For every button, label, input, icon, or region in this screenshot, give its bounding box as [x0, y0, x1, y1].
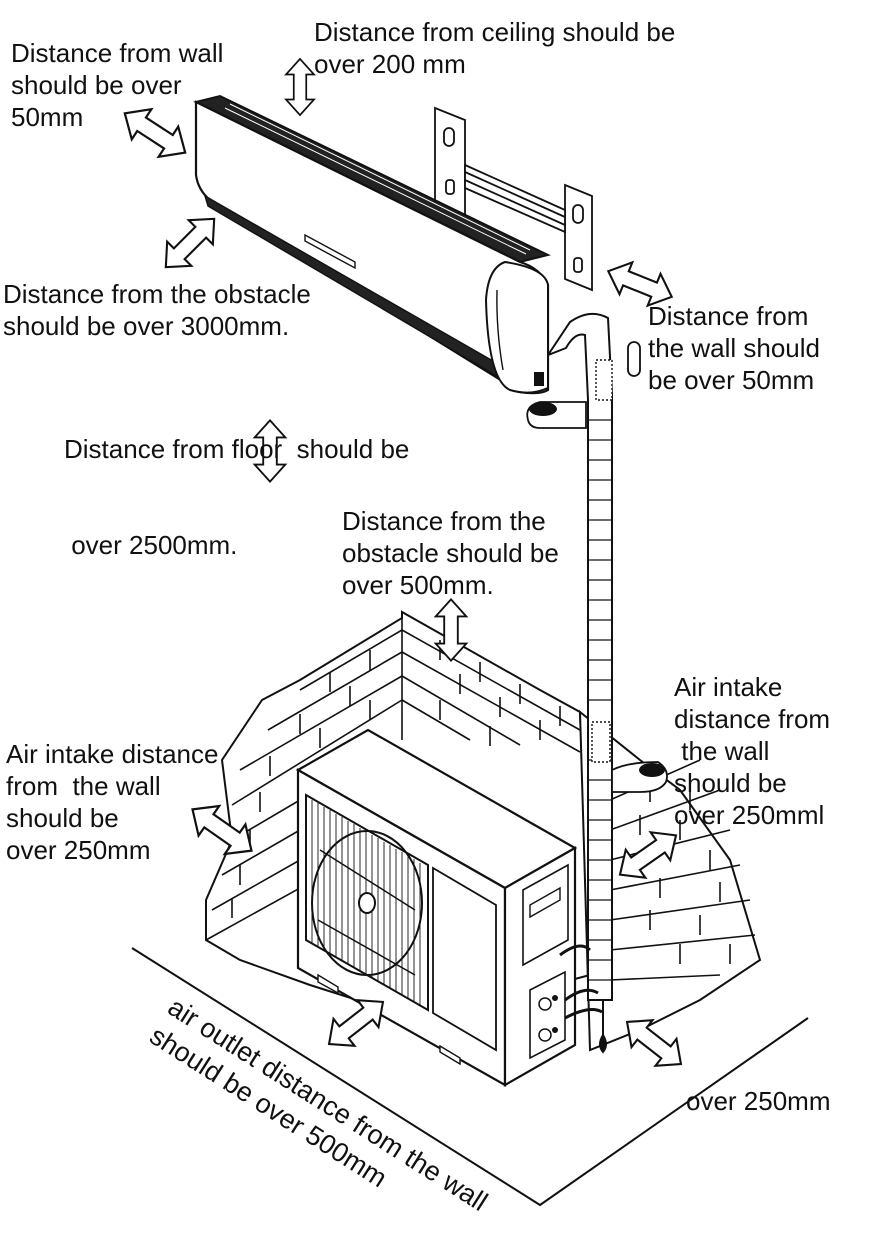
label-line: Distance from ceiling should be: [314, 17, 676, 47]
label-line: over 500mm.: [342, 570, 494, 600]
label-line: Distance from the: [342, 506, 546, 536]
label-line: Distance from the obstacle: [3, 279, 311, 309]
label-wall-top: Distance from wall should be over 50mm: [11, 37, 223, 133]
label-line: distance from: [674, 704, 831, 734]
fan-grille: [305, 793, 429, 1012]
label-line: should be over: [11, 70, 182, 100]
label-line: over 2500mm.: [64, 530, 238, 560]
label-line: should be: [674, 768, 787, 798]
label-line: the wall: [674, 736, 770, 766]
label-wall-right: Distance from the wall should be over 50…: [648, 300, 820, 396]
label-intake-right: Air intake distance from the wall should…: [674, 671, 830, 831]
label-line: Distance from: [648, 301, 809, 331]
floor-outline: [131, 947, 809, 1207]
label-line: Air intake distance: [6, 739, 219, 769]
label-line: Distance from wall: [11, 38, 224, 68]
double-arrow-icon: [152, 205, 228, 281]
indoor-unit: [193, 94, 551, 395]
label-obstacle-top: Distance from the obstacle should be ove…: [342, 505, 559, 601]
label-line: be over 50mm: [648, 365, 815, 395]
installation-diagram: [113, 58, 809, 1207]
pipe-insulation: [526, 312, 668, 1054]
label-line: over 250mm: [6, 835, 151, 865]
label-line: the wall should: [648, 333, 820, 363]
label-line: obstacle should be: [342, 538, 559, 568]
label-line: over 200 mm: [314, 49, 466, 79]
label-floor: Distance from floor should be over 2500m…: [64, 369, 409, 593]
label-side-right: over 250mm: [686, 1086, 831, 1116]
double-arrow-icon: [285, 58, 315, 116]
label-obstacle-front: Distance from the obstacle should be ove…: [3, 278, 311, 342]
label-line: 50mm: [11, 102, 84, 132]
label-line: should be: [6, 803, 119, 833]
label-line: should be over 3000mm.: [3, 311, 290, 341]
label-line: from the wall: [6, 771, 161, 801]
label-line: over 250mml: [674, 800, 825, 830]
label-ceiling: Distance from ceiling should be over 200…: [314, 16, 675, 80]
mounting-plate: [434, 106, 593, 292]
label-line: Distance from floor should be: [64, 434, 410, 464]
label-line: Air intake: [674, 672, 783, 702]
outdoor-unit: [295, 728, 578, 1087]
label-intake-left: Air intake distance from the wall should…: [6, 738, 218, 866]
